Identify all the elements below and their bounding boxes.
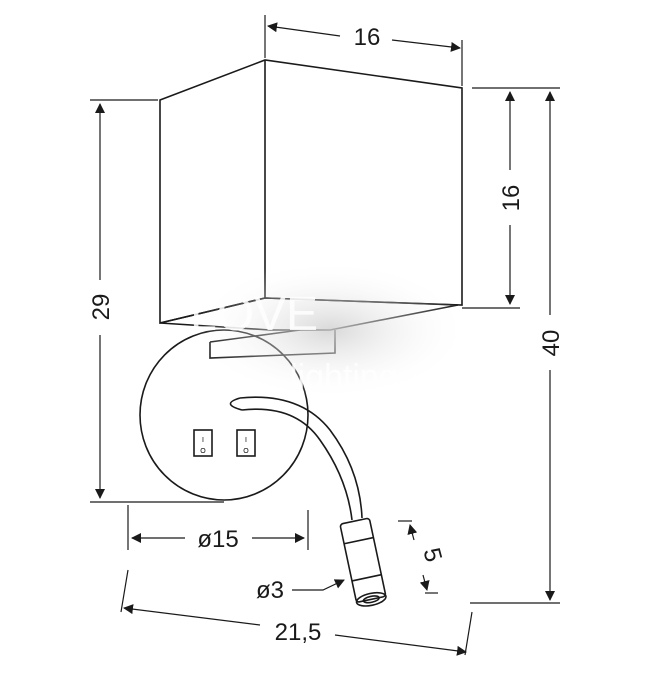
svg-text:O: O	[200, 448, 206, 455]
svg-text:LOVE: LOVE	[190, 288, 318, 341]
svg-text:I: I	[202, 437, 204, 444]
svg-text:29: 29	[88, 294, 115, 321]
switch-left[interactable]: I O	[193, 429, 213, 457]
svg-text:5: 5	[417, 545, 447, 565]
svg-text:O: O	[243, 448, 249, 455]
dimension-shade-width: 16	[264, 15, 463, 86]
svg-text:40: 40	[538, 330, 565, 357]
dimension-shade-height: 16	[462, 87, 560, 309]
dimension-upper-height: 29	[88, 99, 224, 503]
watermark-logo: LOVE lighting	[190, 260, 470, 400]
dimension-light-length: 5	[398, 520, 447, 594]
dimension-light-diameter: ø3	[256, 577, 345, 604]
svg-text:ø15: ø15	[197, 526, 238, 553]
switch-right[interactable]: I O	[236, 429, 256, 457]
dimension-total-depth: 21,5	[120, 569, 473, 656]
svg-text:lighting: lighting	[290, 358, 398, 396]
svg-text:16: 16	[354, 24, 381, 51]
svg-text:ø3: ø3	[256, 577, 284, 604]
dimension-base-diameter: ø15	[127, 505, 309, 553]
svg-text:21,5: 21,5	[275, 619, 322, 646]
svg-text:16: 16	[498, 185, 525, 212]
dimension-total-height: 40	[470, 91, 565, 604]
svg-text:I: I	[245, 437, 247, 444]
reading-light-head	[339, 517, 387, 607]
flexible-arm	[229, 396, 363, 521]
